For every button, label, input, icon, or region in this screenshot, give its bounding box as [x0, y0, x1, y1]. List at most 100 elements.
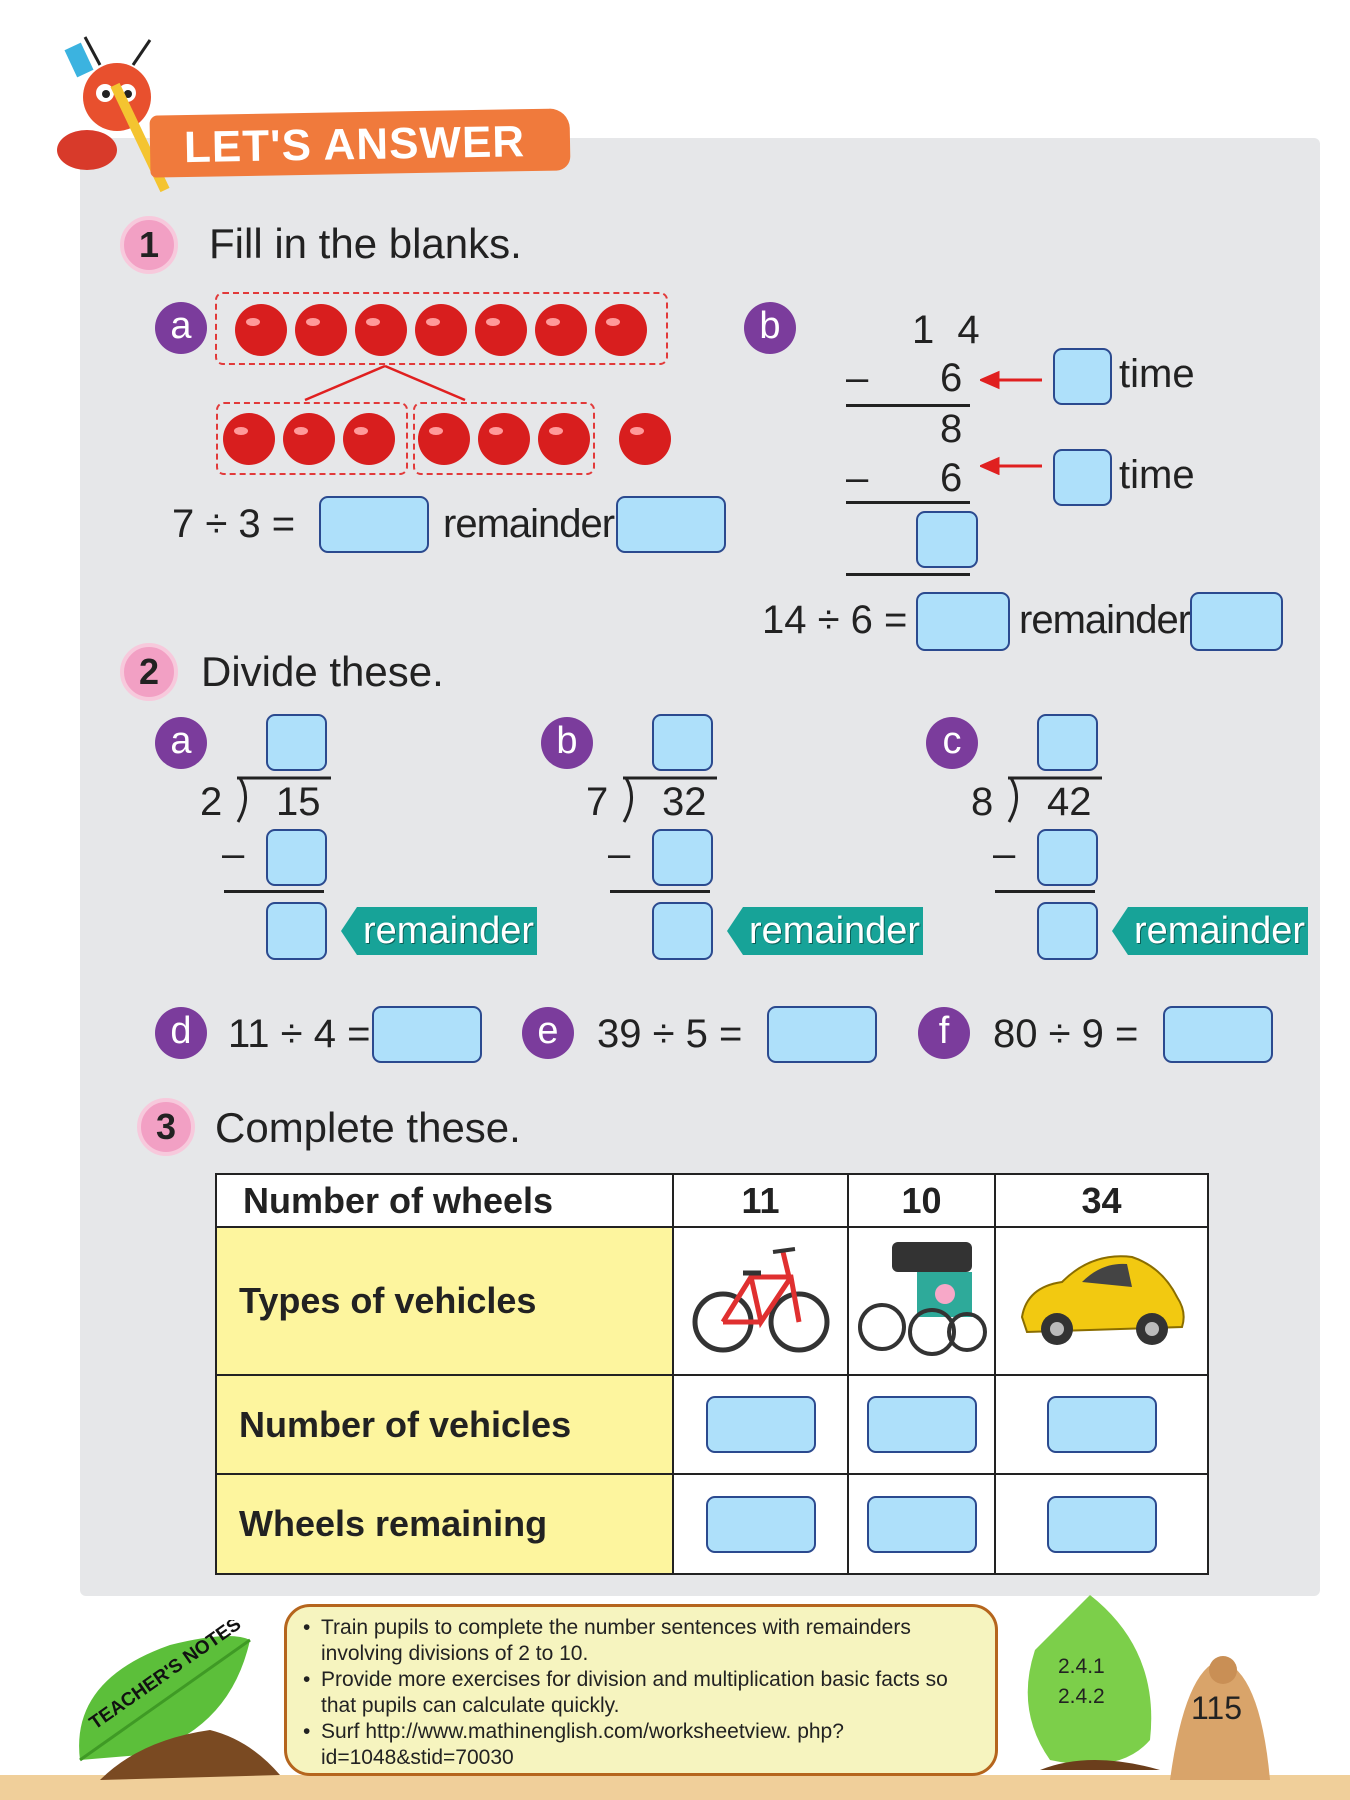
minus-sign: – — [993, 832, 1016, 876]
bicycle-image — [672, 1226, 849, 1376]
wheels-count: 10 — [847, 1173, 996, 1228]
quotient-answer-box[interactable] — [916, 592, 1010, 651]
number-of-vehicles-box[interactable] — [866, 1396, 977, 1453]
apple-icon — [478, 413, 530, 465]
remainder-answer-box[interactable] — [1190, 592, 1283, 651]
subtrahend: 6 — [940, 456, 963, 500]
section-title: LET'S ANSWER — [183, 117, 526, 173]
apple-icon — [538, 413, 590, 465]
times-answer-box[interactable] — [1053, 449, 1112, 506]
equation-text: 80 ÷ 9 = — [993, 1012, 1139, 1056]
remainder-box[interactable] — [1037, 902, 1098, 960]
apple-highlight — [429, 427, 443, 435]
question-number-badge: 2 — [120, 643, 178, 701]
split-arrow — [304, 364, 386, 402]
ground-strip — [0, 1775, 1350, 1800]
dividend: 15 — [276, 780, 321, 824]
wheels-remaining-box[interactable] — [705, 1495, 816, 1553]
row-label: Types of vehicles — [215, 1226, 674, 1376]
apple-highlight — [486, 318, 500, 326]
division-bracket — [622, 776, 717, 823]
quotient-box[interactable] — [652, 714, 713, 771]
product-box[interactable] — [266, 829, 327, 886]
question-title: Complete these. — [215, 1104, 521, 1151]
row-label: Number of vehicles — [215, 1374, 674, 1475]
trishaw-image — [847, 1226, 996, 1376]
dividend: 32 — [662, 780, 707, 824]
answer-box[interactable] — [1163, 1006, 1273, 1063]
remainder-tag: remainder — [727, 907, 923, 955]
apple-highlight — [426, 318, 440, 326]
product-box[interactable] — [1037, 829, 1098, 886]
wheels-count: 11 — [672, 1173, 849, 1228]
arrow-left-icon — [980, 370, 1042, 475]
wheels-remaining-box[interactable] — [866, 1495, 977, 1553]
table-header: Number of wheels — [215, 1173, 674, 1228]
apple-icon — [595, 304, 647, 356]
row-label: Wheels remaining — [215, 1473, 674, 1575]
times-answer-box[interactable] — [1053, 348, 1112, 405]
note-item: Train pupils to complete the number sent… — [303, 1615, 979, 1667]
number-of-vehicles-box[interactable] — [705, 1396, 816, 1453]
mound-icon — [1170, 1656, 1270, 1780]
quotient-answer-box[interactable] — [319, 496, 429, 553]
remainder-box[interactable] — [652, 902, 713, 960]
apple-icon — [475, 304, 527, 356]
apple-highlight — [546, 318, 560, 326]
question-number-badge: 1 — [120, 216, 178, 274]
page-number: 115 — [1191, 1690, 1243, 1726]
wheels-count: 34 — [994, 1173, 1209, 1228]
question-number-badge: 3 — [137, 1098, 195, 1156]
apple-icon — [619, 413, 671, 465]
part-label: b — [744, 302, 796, 354]
equation-text: 39 ÷ 5 = — [597, 1012, 743, 1056]
subtraction-line — [610, 890, 710, 893]
remainder-answer-box[interactable] — [616, 496, 726, 553]
product-box[interactable] — [652, 829, 713, 886]
divisor: 8 — [971, 780, 994, 824]
teachers-notes-box: Train pupils to complete the number sent… — [284, 1604, 998, 1776]
minus-sign: – — [222, 832, 245, 876]
part-label: c — [926, 717, 978, 769]
apple-icon — [343, 413, 395, 465]
note-item: Surf http://www.mathinenglish.com/worksh… — [303, 1719, 979, 1771]
quotient-box[interactable] — [1037, 714, 1098, 771]
difference: 8 — [940, 407, 963, 451]
part-label: b — [541, 717, 593, 769]
subtraction-line — [846, 573, 970, 576]
dividend: 42 — [1047, 780, 1092, 824]
apple-group-all — [215, 292, 668, 365]
ant-mascot-icon — [57, 36, 170, 193]
part-label: a — [155, 302, 207, 354]
apples-illustration — [223, 304, 671, 465]
final-difference-box[interactable] — [916, 511, 978, 568]
apple-icon — [418, 413, 470, 465]
subtraction-line — [846, 404, 970, 407]
remainder-label: remainder — [1019, 598, 1191, 642]
apple-highlight — [234, 427, 248, 435]
remainder-box[interactable] — [266, 902, 327, 960]
subtrahend: 6 — [940, 356, 963, 400]
quotient-box[interactable] — [266, 714, 327, 771]
leaf-icon — [1027, 1595, 1160, 1770]
apple-group-2 — [413, 402, 595, 475]
answer-box[interactable] — [767, 1006, 877, 1063]
apple-highlight — [306, 318, 320, 326]
remainder-tag: remainder — [1112, 907, 1308, 955]
answer-box[interactable] — [372, 1006, 482, 1063]
part-label: f — [918, 1007, 970, 1059]
apple-highlight — [294, 427, 308, 435]
subtraction-line — [846, 501, 970, 504]
minuend: 1 4 — [912, 308, 986, 352]
apple-highlight — [630, 427, 644, 435]
part-label: a — [155, 717, 207, 769]
car-image — [994, 1226, 1209, 1376]
minus-sign: – — [846, 456, 869, 500]
number-of-vehicles-box[interactable] — [1046, 1396, 1157, 1453]
apple-highlight — [489, 427, 503, 435]
equation-text: 14 ÷ 6 = — [762, 598, 908, 642]
division-bracket — [1007, 776, 1102, 823]
wheels-remaining-box[interactable] — [1046, 1495, 1157, 1553]
apple-highlight — [246, 318, 260, 326]
